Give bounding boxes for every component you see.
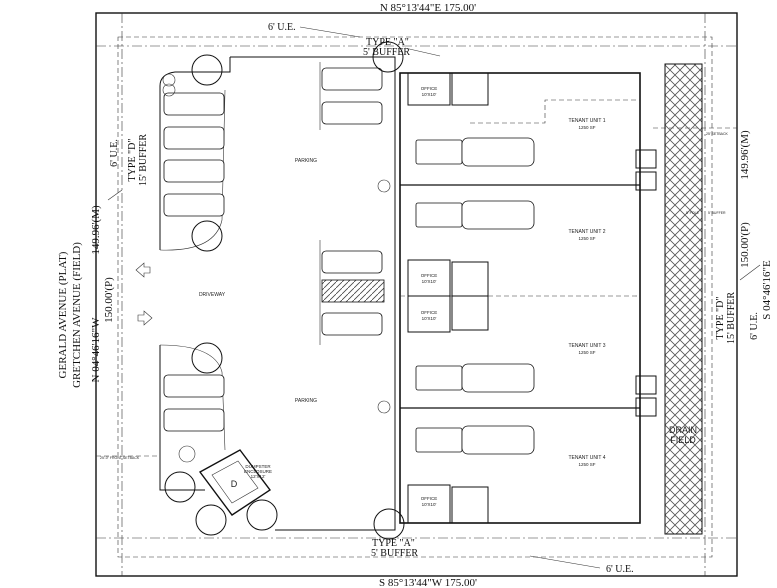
dumpster-label-1: DUMPSTER: [245, 464, 271, 469]
south-island-curb: [159, 344, 226, 451]
parking-label-top: PARKING: [295, 158, 317, 164]
driveway-arrow-out-icon: [135, 262, 151, 278]
easement-leader-bottom: [529, 555, 601, 569]
office-3-room: [407, 295, 451, 333]
office-1-size: 10'X10': [422, 92, 437, 97]
drain-field-label-2: FIELD: [670, 435, 696, 445]
top-buffer-type: TYPE "A": [366, 37, 409, 48]
west-dimension-measured: 149.96'(M): [90, 205, 102, 255]
landscape-trees: [162, 41, 405, 540]
top-easement-label: 6' U.E.: [268, 22, 296, 33]
restroom-4: [451, 486, 489, 524]
bottom-buffer-type: TYPE "A": [372, 538, 415, 549]
restroom-2: [451, 261, 489, 297]
left-buffer-width: 15' BUFFER: [138, 134, 149, 186]
left-buffer-type: TYPE "D": [127, 139, 138, 182]
driveway-arrow-in-icon: [137, 310, 153, 326]
driveway-label: DRIVEWAY: [199, 292, 226, 298]
office-4-size: 10'X10': [422, 502, 437, 507]
bottom-easement-label: 6' U.E.: [606, 564, 634, 575]
easement-leader-top: [299, 26, 361, 38]
property-boundary: [95, 12, 738, 577]
right-buffer-type: TYPE "D": [715, 297, 726, 340]
restroom-1: [451, 72, 489, 106]
dumpster-enclosure: [198, 449, 272, 516]
accessible-aisle-hatch: [321, 279, 385, 303]
center-parking-cars: [321, 67, 383, 336]
street-name-field: GRETCHEN AVENUE (FIELD): [71, 242, 83, 388]
dumpster-label-3: 12'X12': [251, 474, 266, 479]
ac-unit-1: [635, 149, 657, 169]
office-1-room: [407, 72, 451, 106]
right-buffer-width: 15' BUFFER: [726, 292, 737, 344]
parking-lot-curb: [159, 56, 396, 531]
office-4-room: [407, 484, 451, 524]
west-dimension-plat: 150.00'(P): [103, 277, 115, 323]
utility-easement-line: [117, 36, 713, 558]
tenant-unit-1-name: TENANT UNIT 1: [568, 118, 605, 124]
office-2-name: OFFICE: [421, 273, 438, 278]
east-dimension-measured: 149.96'(M): [739, 130, 751, 180]
side-pole-label: 5' POLE: [686, 211, 700, 215]
building-interior-vehicles: [415, 137, 535, 455]
dumpster-label-2: ENCLOSURE: [244, 469, 272, 474]
ac-unit-3: [635, 375, 657, 395]
tenant-unit-2-area: 1250 SF: [578, 236, 595, 241]
top-buffer-width: 5' BUFFER: [363, 47, 410, 58]
tenant-unit-2-name: TENANT UNIT 2: [568, 229, 605, 235]
restroom-3: [451, 295, 489, 331]
west-bearing: N 04°46'16"W: [90, 317, 102, 383]
office-3-size: 10'X10': [422, 316, 437, 321]
tenant-unit-3-name: TENANT UNIT 3: [568, 343, 605, 349]
buffer-leader-top: [404, 47, 441, 57]
building-outline: [399, 72, 641, 524]
drain-field: [664, 63, 703, 535]
drain-field-label-1: DRAIN: [669, 425, 697, 435]
tenant-unit-4-name: TENANT UNIT 4: [568, 455, 605, 461]
office-2-room: [407, 259, 451, 297]
ac-unit-4: [635, 397, 657, 417]
street-name-plat: GERALD AVENUE (PLAT): [57, 251, 69, 378]
office-4-name: OFFICE: [421, 496, 438, 501]
left-parking-cars: [163, 92, 225, 432]
easement-leader-right: [739, 264, 761, 281]
side-buffer-label: 5' BUFFER: [708, 211, 726, 215]
front-setback-label: 25'-0" FRONT SETBACK: [100, 456, 140, 460]
dumpster-letter: D: [231, 479, 238, 489]
tenant-unit-3-area: 1250 SF: [578, 350, 595, 355]
ceiling-line-1: [470, 99, 640, 124]
south-bearing: S 85°13'44"W 175.00': [379, 577, 477, 588]
tenant-unit-1-area: 1250 SF: [578, 125, 595, 130]
ac-unit-2: [635, 171, 657, 191]
parking-label-bottom: PARKING: [295, 398, 317, 404]
easement-leader-left: [107, 189, 123, 201]
office-3-name: OFFICE: [421, 310, 438, 315]
office-1-name: OFFICE: [421, 86, 438, 91]
east-bearing: S 04°46'16"E: [761, 260, 773, 320]
bottom-buffer-width: 5' BUFFER: [371, 548, 418, 559]
dumpster-pad: [211, 460, 259, 504]
north-bearing: N 85°13'44"E 175.00': [380, 2, 476, 14]
rear-setback-label: 25' SETBACK: [706, 132, 729, 136]
right-easement-label: 6' U.E.: [749, 312, 760, 340]
tenant-unit-4-area: 1250 SF: [578, 462, 595, 467]
north-island-curb: [159, 89, 226, 251]
left-easement-label: 6' U.E.: [109, 139, 120, 167]
office-2-size: 10'X10': [422, 279, 437, 284]
east-dimension-plat: 150.00'(P): [739, 222, 751, 268]
